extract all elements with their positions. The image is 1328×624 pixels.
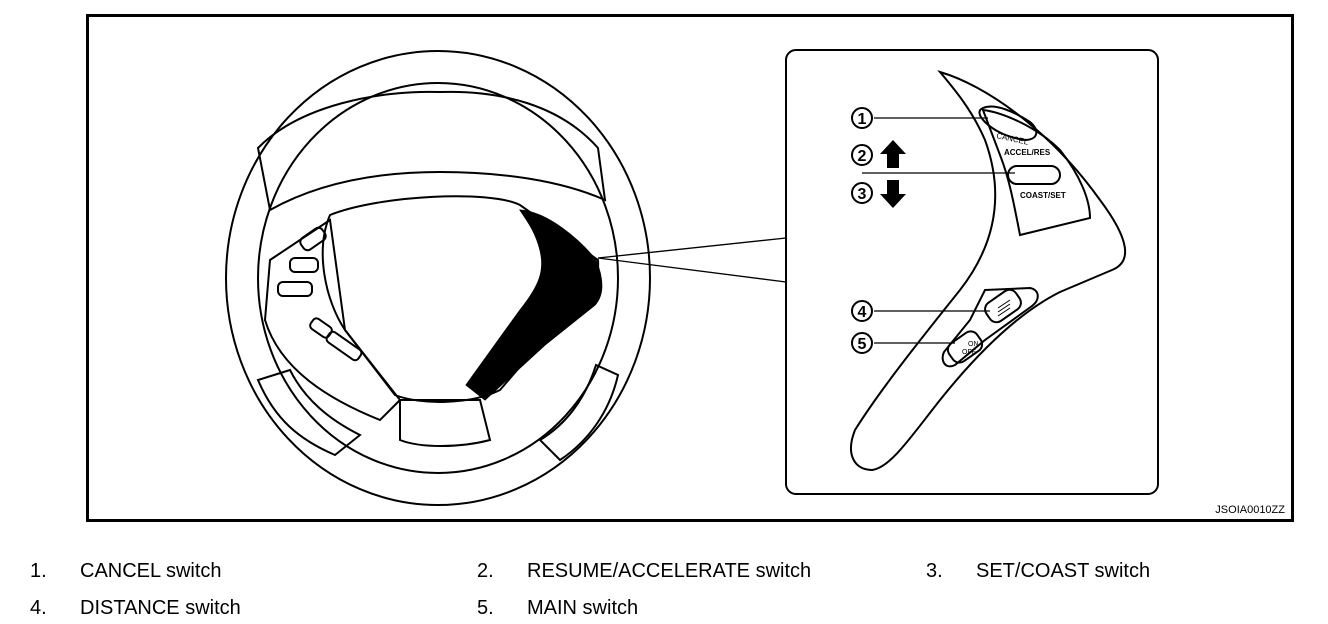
rim-grip-left (256, 368, 362, 457)
lower-switch-housing (941, 286, 1039, 368)
svg-text:2: 2 (858, 148, 867, 165)
callout-3: 3 (851, 182, 873, 204)
legend-number: 1. (30, 560, 47, 582)
figure-frame: JSOIA0010ZZ (86, 14, 1294, 522)
left-switch-5 (325, 330, 363, 362)
left-switch-2 (289, 257, 319, 273)
zoom-leader-lines (597, 237, 787, 283)
left-switch-1 (299, 226, 327, 252)
coast-set-label: COAST/SET (1020, 191, 1066, 200)
legend-label: MAIN switch (527, 597, 639, 619)
legend-label: CANCEL switch (80, 560, 222, 582)
off-label: OFF (962, 349, 976, 356)
legend-label: SET/COAST switch (976, 560, 1151, 582)
spoke-bottom (399, 399, 492, 447)
svg-text:5: 5 (858, 336, 867, 353)
legend-label: DISTANCE switch (80, 597, 241, 619)
callout-4: 4 (851, 300, 873, 322)
legend-label: RESUME/ACCELERATE switch (527, 560, 812, 582)
on-label: ON (968, 341, 979, 348)
highlighted-right-spoke (465, 209, 603, 401)
arrow-down-icon (880, 180, 906, 208)
callout-2: 2 (851, 144, 873, 166)
spoke-left (263, 218, 402, 422)
left-switch-4 (309, 317, 333, 339)
legend-number: 3. (926, 560, 943, 582)
legend-number: 5. (477, 597, 494, 619)
legend-number: 2. (477, 560, 494, 582)
svg-text:1: 1 (858, 111, 867, 128)
spoke-detail (850, 70, 1127, 472)
callout-5: 5 (851, 332, 873, 354)
accel-coast-rocker-detail (1007, 165, 1061, 185)
accel-res-label: ACCEL/RES (1004, 148, 1051, 157)
rim-grip-top (256, 90, 607, 212)
arrow-up-icon (880, 140, 906, 168)
wheel-rim-outer (225, 50, 651, 506)
main-switch-detail (946, 330, 984, 364)
rim-grip-right (538, 363, 620, 462)
steering-wheel (225, 50, 651, 506)
distance-icon (997, 299, 1011, 317)
cancel-button-detail (978, 105, 1038, 142)
distance-switch-detail (984, 288, 1022, 324)
diagram-illustration: CANCEL ACCEL/RES COAST/SET ON OFF 1 2 3 … (225, 49, 1159, 506)
figure-code: JSOIA0010ZZ (1215, 504, 1285, 516)
legend-number: 4. (30, 597, 47, 619)
left-switch-3 (277, 281, 313, 297)
callout-leaders (862, 117, 1015, 344)
callout-1: 1 (851, 107, 873, 129)
svg-text:4: 4 (858, 304, 867, 321)
wheel-rim-inner (257, 82, 619, 474)
svg-text:3: 3 (858, 186, 867, 203)
